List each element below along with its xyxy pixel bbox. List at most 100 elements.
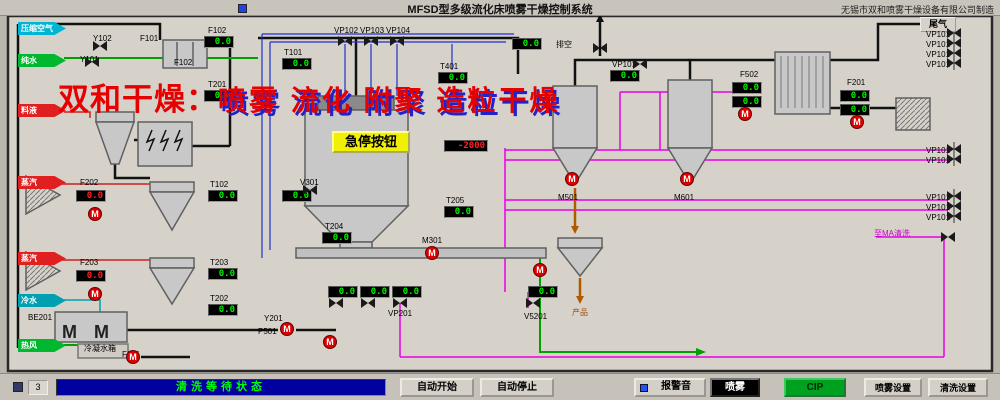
- pump-icon[interactable]: M: [533, 263, 547, 277]
- feed-flag: 冷水: [18, 294, 66, 307]
- equipment-label: VP101: [612, 60, 637, 69]
- pump-icon[interactable]: M: [850, 115, 864, 129]
- cyclone2-cone: [148, 191, 196, 232]
- page-title: MFSD型多级流化床喷雾干燥控制系统: [407, 4, 593, 16]
- equipment-label: Y201: [264, 314, 283, 323]
- spray-button[interactable]: 喷雾: [710, 378, 760, 397]
- display-value: 0.0: [742, 83, 759, 93]
- feed-flag: 蒸汽: [18, 252, 66, 265]
- equipment-label: VP201: [388, 309, 413, 318]
- equipment-label: VP101: [926, 203, 951, 212]
- equipment-label: VP102: [334, 26, 359, 35]
- valve-icon[interactable]: [947, 191, 961, 201]
- equipment-label: F502: [740, 70, 759, 79]
- display-value: -2000: [457, 141, 485, 151]
- valve-icon[interactable]: [947, 201, 961, 211]
- auto-stop-button[interactable]: 自动停止: [480, 378, 554, 397]
- valve-icon[interactable]: [85, 57, 99, 67]
- pump-icon[interactable]: M: [680, 172, 694, 186]
- display-value: 0.0: [522, 39, 539, 49]
- equipment-label: T203: [210, 258, 229, 267]
- pump-icon[interactable]: M: [126, 350, 140, 364]
- equipment-label: BE201: [28, 313, 53, 322]
- display-value: 0.0: [448, 73, 465, 83]
- valve-icon[interactable]: [947, 154, 961, 164]
- pump-icon[interactable]: M: [88, 287, 102, 301]
- value-display: 0.0: [528, 286, 558, 298]
- valve-icon[interactable]: [338, 36, 352, 46]
- company-name: 无锡市双和喷雾干燥设备有限公司制造: [840, 5, 994, 15]
- equipment-label: Y102: [93, 34, 112, 43]
- alarm-sound-button[interactable]: 报警音: [634, 378, 706, 397]
- valve-icon[interactable]: [947, 48, 961, 58]
- valve-icon[interactable]: [947, 144, 961, 154]
- equipment-label: 冷凝水箱: [84, 344, 116, 353]
- valve-icon[interactable]: [393, 298, 407, 308]
- vent-arrow: [596, 14, 604, 22]
- esp-filter: [137, 121, 193, 167]
- hopper1-cone: [551, 147, 599, 186]
- auto-start-button[interactable]: 自动开始: [400, 378, 474, 397]
- emergency-stop-button[interactable]: 急停按钮: [332, 131, 410, 153]
- title-bar: MFSD型多级流化床喷雾干燥控制系统 无锡市双和喷雾干燥设备有限公司制造: [0, 0, 1000, 16]
- valve-icon[interactable]: [364, 36, 378, 46]
- display-value: 0.0: [214, 91, 231, 101]
- equipment-label: VP101: [926, 156, 951, 165]
- spray-dryer-vessel: [304, 109, 409, 207]
- equipment-label: VP101: [926, 30, 951, 39]
- exhaust-filter: [895, 97, 931, 131]
- valve-icon[interactable]: [947, 58, 961, 68]
- hopper1-body: [552, 85, 598, 149]
- equipment-label: M601: [674, 193, 695, 202]
- equipment-label: VP101: [926, 50, 951, 59]
- display-value: 0.0: [370, 287, 387, 297]
- display-value: 0.0: [218, 305, 235, 315]
- pump-icon[interactable]: M: [88, 207, 102, 221]
- valve-icon[interactable]: [526, 298, 540, 308]
- valve-icon[interactable]: [303, 185, 317, 195]
- pump-icon[interactable]: M: [280, 322, 294, 336]
- valve-icon[interactable]: [593, 43, 607, 53]
- valve-icon[interactable]: [633, 59, 647, 69]
- valve-icon[interactable]: [390, 36, 404, 46]
- feed-filter: [162, 39, 208, 69]
- pump-icon[interactable]: M: [565, 172, 579, 186]
- valve-icon[interactable]: [947, 38, 961, 48]
- valve-icon[interactable]: [947, 28, 961, 38]
- cyclone3-cone: [148, 267, 196, 306]
- equipment-label: F102: [174, 58, 193, 67]
- display-value: 0.0: [86, 191, 103, 201]
- display-value: 0.0: [742, 97, 759, 107]
- equipment-label: F101: [140, 34, 159, 43]
- display-value: 0.0: [620, 71, 637, 81]
- value-display: 0.0: [76, 270, 106, 282]
- equipment-label: F203: [80, 258, 99, 267]
- clean-settings-button[interactable]: 清洗设置: [928, 378, 988, 397]
- valve-icon[interactable]: [329, 298, 343, 308]
- display-value: 0.0: [332, 233, 349, 243]
- cyclone-cone: [94, 121, 136, 165]
- spray-settings-button[interactable]: 喷雾设置: [864, 378, 922, 397]
- value-display: 0.0: [840, 90, 870, 102]
- equipment-label: 排空: [556, 40, 572, 49]
- pump-icon[interactable]: M: [425, 246, 439, 260]
- display-value: 0.0: [850, 105, 867, 115]
- valve-icon[interactable]: [947, 211, 961, 221]
- equipment-label: T205: [446, 196, 465, 205]
- valve-icon[interactable]: [361, 298, 375, 308]
- value-display: 0.0: [512, 38, 542, 50]
- svg-text:M: M: [94, 322, 109, 342]
- equipment-label: T202: [210, 294, 229, 303]
- equipment-label: V301: [300, 178, 319, 187]
- pump-icon[interactable]: M: [323, 335, 337, 349]
- equipment-label: M501: [558, 193, 579, 202]
- cip-button[interactable]: CIP: [784, 378, 846, 397]
- equipment-label: VP104: [386, 26, 411, 35]
- pump-icon[interactable]: M: [738, 107, 752, 121]
- valve-icon[interactable]: [93, 41, 107, 51]
- valve-icon[interactable]: [941, 232, 955, 242]
- value-display: 0.0: [204, 90, 234, 102]
- equipment-label: VP101: [926, 193, 951, 202]
- display-value: 0.0: [218, 191, 235, 201]
- display-value: 0.0: [292, 59, 309, 69]
